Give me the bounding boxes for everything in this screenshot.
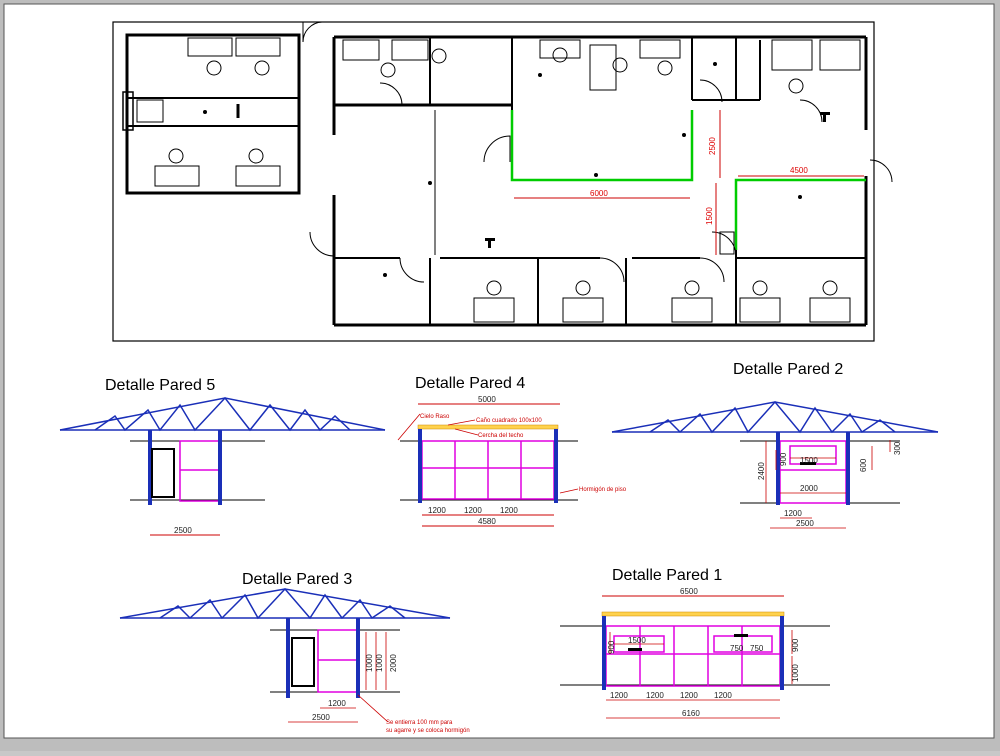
pared1-dim-mid-2: 1200 (646, 691, 664, 700)
pared2-dim-600: 600 (859, 458, 868, 472)
pared4-dim-mid-2: 1200 (464, 506, 482, 515)
pared4-note-floor: Hormigón de piso (579, 487, 627, 493)
floor-plan: 6000 2500 4500 1500 (112, 21, 893, 342)
dim-4500: 4500 (790, 166, 808, 175)
pared4-dim-mid-1: 1200 (428, 506, 446, 515)
left-block-desks (136, 37, 281, 187)
pared1-dim-left-900: 900 (607, 640, 616, 654)
pared3-dim-side-3: 2000 (389, 654, 398, 672)
pared4-dim-4580: 4580 (478, 517, 496, 526)
pared1-dim-750-b: 750 (750, 644, 764, 653)
pared2-dim-1500: 1500 (800, 456, 818, 465)
pared1-dim-mid-3: 1200 (680, 691, 698, 700)
pared3-dim-side-2: 1000 (375, 654, 384, 672)
pared3-note-line-1: Se entierra 100 mm para (386, 720, 453, 726)
pared5-dim-2500: 2500 (174, 526, 192, 535)
dim-1500: 1500 (705, 207, 714, 225)
detail-wall-4: Detalle Pared 4 5000 Cielo Raso Caño cua… (397, 375, 627, 527)
pared1-dim-side-900: 900 (791, 638, 800, 652)
pared4-dim-mid-3: 1200 (500, 506, 518, 515)
plan-dimensions: 6000 2500 4500 1500 (514, 110, 864, 255)
pared4-note-ceiling: Cielo Raso (420, 414, 450, 420)
detail-wall-4-title: Detalle Pared 4 (415, 375, 525, 392)
furniture-dots (203, 62, 830, 277)
main-walls (332, 35, 868, 327)
detail-wall-5-title: Detalle Pared 5 (105, 377, 215, 394)
dim-6000: 6000 (590, 189, 608, 198)
pared1-dim-1500: 1500 (628, 636, 646, 645)
plan-border (112, 21, 875, 342)
door-swing (302, 21, 323, 43)
pared3-dim-side-1: 1000 (365, 654, 374, 672)
pared3-note-line-2: su agarre y se coloca hormigón (386, 728, 470, 734)
pared4-note-pipe: Caño cuadrado 100x100 (476, 418, 542, 424)
pared1-dim-750-a: 750 (730, 644, 744, 653)
highlighted-walls (510, 110, 866, 250)
paper (3, 3, 995, 739)
detail-wall-5: Detalle Pared 5 2500 (59, 377, 386, 536)
detail-wall-1-title: Detalle Pared 1 (612, 567, 722, 584)
pared3-dim-2500: 2500 (312, 713, 330, 722)
detail-wall-3: Detalle Pared 3 1200 2500 1000 1000 2000… (119, 571, 470, 734)
left-office-block (122, 33, 301, 195)
detail-wall-1: Detalle Pared 1 6500 1500 750 (560, 567, 830, 719)
pared2-dim-2000: 2000 (800, 484, 818, 493)
dim-2500: 2500 (708, 137, 717, 155)
pared1-dim-mid-1: 1200 (610, 691, 628, 700)
pared1-dim-6500: 6500 (680, 587, 698, 596)
pared2-dim-300: 300 (893, 441, 902, 455)
pared2-dim-2500: 2500 (796, 519, 814, 528)
detail-wall-3-title: Detalle Pared 3 (242, 571, 352, 588)
pared2-dim-1200: 1200 (784, 509, 802, 518)
pared1-dim-6160: 6160 (682, 709, 700, 718)
office-furniture (342, 39, 861, 323)
doors (309, 79, 893, 283)
pared4-note-roof: Cercha del techo (478, 433, 524, 439)
detail-wall-2: Detalle Pared 2 2400 900 1500 6 (611, 361, 939, 529)
detail-wall-2-title: Detalle Pared 2 (733, 361, 843, 378)
pared2-dim-2400: 2400 (757, 462, 766, 480)
pared4-dim-5000: 5000 (478, 395, 496, 404)
pared3-dim-1200: 1200 (328, 699, 346, 708)
pared1-dim-side-1000: 1000 (791, 664, 800, 682)
pared2-dim-900: 900 (779, 452, 788, 466)
pared1-dim-mid-4: 1200 (714, 691, 732, 700)
